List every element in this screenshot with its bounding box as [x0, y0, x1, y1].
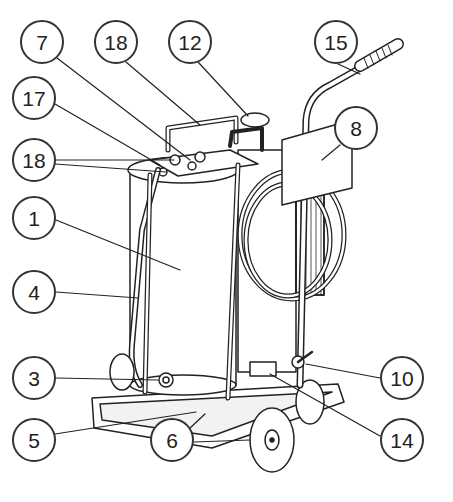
grip-ribs [364, 45, 392, 68]
callout-circle: 18 [12, 138, 56, 182]
valve-lever [298, 352, 312, 362]
callout-circle: 5 [12, 418, 56, 462]
callout-circle: 14 [380, 418, 424, 462]
callout-circle: 12 [168, 20, 212, 64]
top-handle-inner [168, 118, 236, 150]
frame-tube [145, 175, 150, 392]
callout-number: 18 [22, 150, 45, 171]
callout-number: 8 [350, 118, 362, 139]
frame-tube [228, 165, 238, 398]
callout-circle: 3 [12, 356, 56, 400]
callout-number: 14 [390, 430, 413, 451]
callout-number: 17 [22, 88, 45, 109]
handle-frame-inner [300, 50, 392, 385]
callout-number: 3 [28, 368, 40, 389]
wheel-hub [265, 430, 279, 450]
callout-number: 18 [104, 32, 127, 53]
callout-circle: 7 [20, 20, 64, 64]
drain-valve-core [163, 377, 169, 383]
callout-number: 4 [28, 282, 40, 303]
top-handle [230, 128, 262, 150]
callout-number: 6 [166, 430, 178, 451]
axle [270, 438, 274, 442]
callout-circle: 10 [380, 356, 424, 400]
callout-number: 15 [324, 32, 347, 53]
frame-tube-inner [228, 165, 238, 398]
handle-frame [300, 50, 392, 385]
drain-valve [159, 373, 173, 387]
callout-circle: 1 [12, 196, 56, 240]
callout-circle: 15 [314, 20, 358, 64]
callout-number: 1 [28, 208, 40, 229]
callout-circle: 8 [334, 106, 378, 150]
callout-circle: 4 [12, 270, 56, 314]
top-handle [168, 118, 236, 150]
callout-number: 12 [178, 32, 201, 53]
lid-bolt [195, 152, 205, 162]
lid-bolt [188, 162, 196, 170]
wheel [250, 408, 294, 472]
callout-number: 10 [390, 368, 413, 389]
pump-base [250, 362, 276, 376]
leader-lines [55, 58, 380, 442]
callout-number: 7 [36, 32, 48, 53]
callout-circle: 18 [94, 20, 138, 64]
frame-tube-inner [145, 175, 150, 392]
callout-circle: 6 [150, 418, 194, 462]
indicator [241, 113, 269, 127]
callout-circle: 17 [12, 76, 56, 120]
callout-number: 5 [28, 430, 40, 451]
caster-wheel [110, 354, 134, 390]
